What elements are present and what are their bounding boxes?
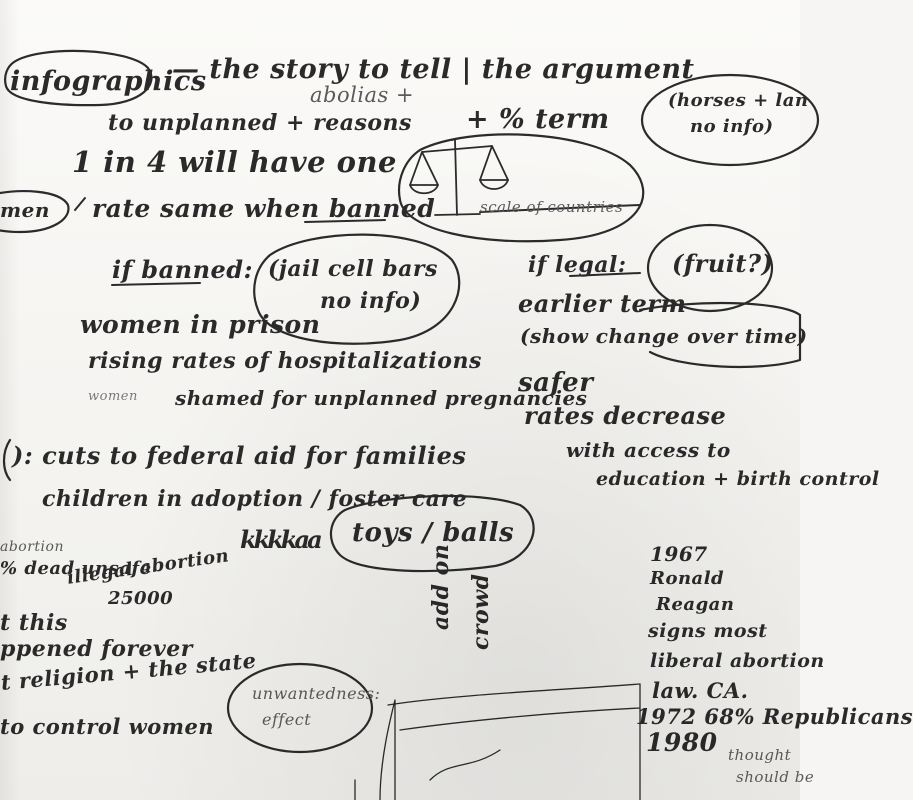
- percent-term: + % term: [466, 104, 610, 135]
- women-label: men: [0, 198, 50, 222]
- thought: thought: [728, 746, 792, 764]
- women-small: women: [88, 389, 138, 404]
- happened-line: ppened forever: [0, 636, 193, 662]
- control-line: to control women: [0, 714, 215, 739]
- add-on: add on: [428, 543, 454, 630]
- scribble: kkkkaa: [240, 525, 323, 554]
- unwanted-line-2: effect: [262, 710, 312, 729]
- scale-bubble: [397, 133, 645, 243]
- law-ca: law. CA.: [652, 678, 749, 703]
- toys-label: toys / balls: [352, 518, 515, 548]
- infographics-label: infographics: [10, 66, 207, 97]
- with-access: with access to: [566, 438, 731, 462]
- women-prison: women in prison: [80, 310, 321, 339]
- one-in-four: 1 in 4 will have one: [72, 145, 398, 179]
- jail-bubble: [253, 233, 461, 345]
- abolias-note: abolias +: [310, 83, 415, 107]
- unwanted-line-1: unwantedness:: [252, 684, 381, 703]
- this-line: t this: [0, 610, 68, 636]
- fruit-bubble: [646, 223, 774, 313]
- fruit-label: (fruit?): [672, 249, 774, 278]
- reagan: Reagan: [656, 594, 735, 615]
- signs-most: signs most: [648, 620, 768, 642]
- horses-line-1: (horses + lan: [668, 90, 809, 111]
- scale-label: scale of countries: [480, 198, 624, 216]
- story-line: — the story to tell | the argument: [172, 54, 695, 85]
- number-25000: 25000: [108, 588, 174, 609]
- rates-decrease: rates decrease: [524, 401, 727, 430]
- year-1980: 1980: [646, 728, 718, 757]
- ronald: Ronald: [650, 568, 725, 589]
- if-legal: if legal:: [528, 252, 627, 278]
- horses-line-2: no info): [690, 116, 774, 137]
- year-1972: 1972 68% Republicans: [636, 704, 913, 729]
- chart-sketch: [354, 683, 641, 800]
- show-change-bubble: [638, 301, 802, 369]
- earlier-term: earlier term: [518, 289, 687, 318]
- scale-icon: [409, 137, 509, 216]
- rate-same: rate same when banned: [92, 194, 436, 223]
- education: education + birth control: [596, 468, 880, 490]
- jail-line-1: (jail cell bars: [268, 256, 438, 282]
- year-1967: 1967: [650, 542, 708, 566]
- unplanned-line: to unplanned + reasons: [108, 110, 412, 136]
- children-line: children in adoption / foster care: [42, 486, 468, 512]
- safer: safer: [518, 368, 594, 398]
- women-bubble: [0, 190, 70, 234]
- crowd: crowd: [468, 573, 494, 650]
- show-change: (show change over time): [520, 324, 808, 348]
- liberal-abortion: liberal abortion: [650, 650, 825, 672]
- jail-line-2: no info): [320, 288, 422, 314]
- cuts-line: ): cuts to federal aid for families: [12, 441, 467, 470]
- ink-drawings: [0, 49, 820, 800]
- shamed-line: shamed for unplanned pregnancies: [175, 386, 588, 410]
- should-be: should be: [736, 768, 815, 786]
- if-banned: if banned:: [112, 255, 253, 284]
- infographics-bubble: [4, 49, 153, 107]
- horses-bubble: [640, 73, 820, 167]
- toys-bubble: [329, 494, 535, 573]
- abortion-small: abortion: [0, 539, 64, 555]
- pct-dead: % dead unsafe: [0, 558, 152, 579]
- rising-rates: rising rates of hospitalizations: [88, 348, 482, 374]
- unwanted-bubble: [226, 662, 374, 754]
